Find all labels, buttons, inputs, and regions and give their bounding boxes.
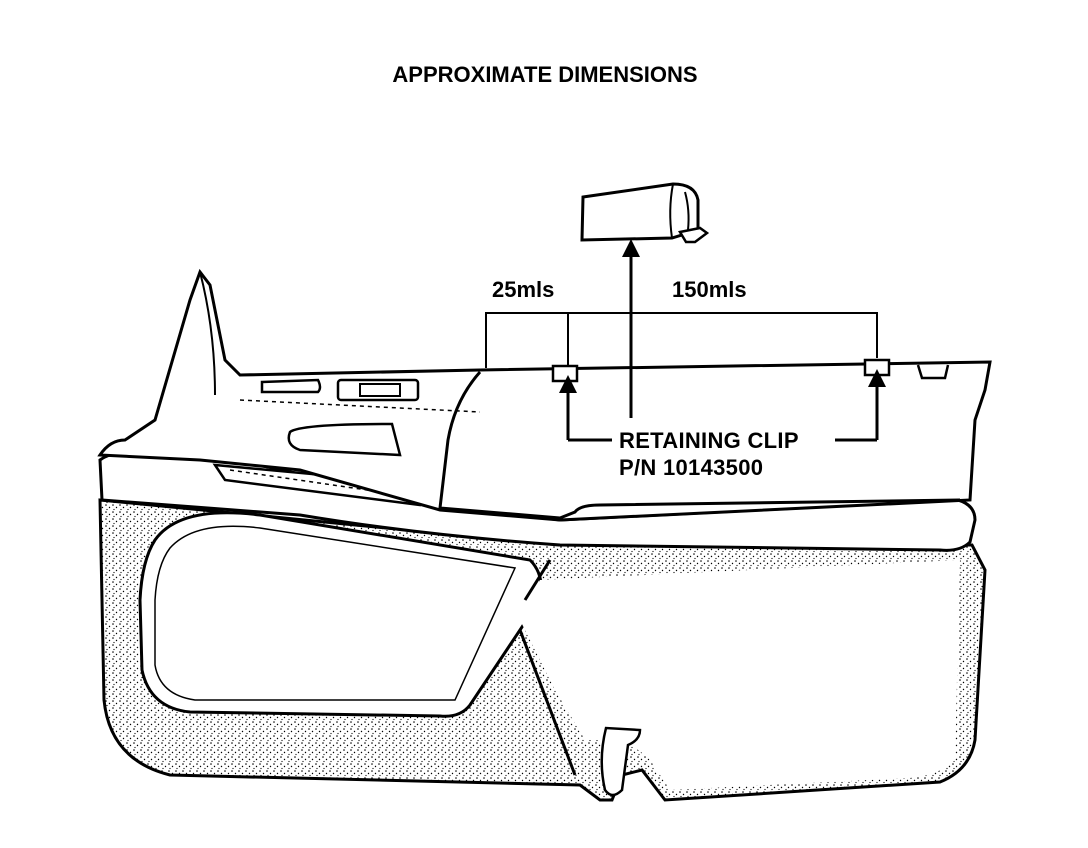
door-upper-section	[97, 268, 992, 522]
callout-clip-name: RETAINING CLIP	[619, 428, 799, 453]
clip-marker-right	[863, 358, 891, 377]
retaining-clip-detail	[580, 182, 710, 244]
callout-leaders	[559, 239, 886, 442]
door-lower-section	[98, 498, 987, 802]
clip-marker-left	[551, 364, 579, 383]
diagram-title: APPROXIMATE DIMENSIONS	[392, 62, 698, 87]
dimension-label-right: 150mls	[672, 277, 747, 302]
dimension-lines	[485, 312, 878, 368]
callout-part-number: P/N 10143500	[619, 455, 764, 480]
dimension-label-left: 25mls	[492, 277, 555, 302]
